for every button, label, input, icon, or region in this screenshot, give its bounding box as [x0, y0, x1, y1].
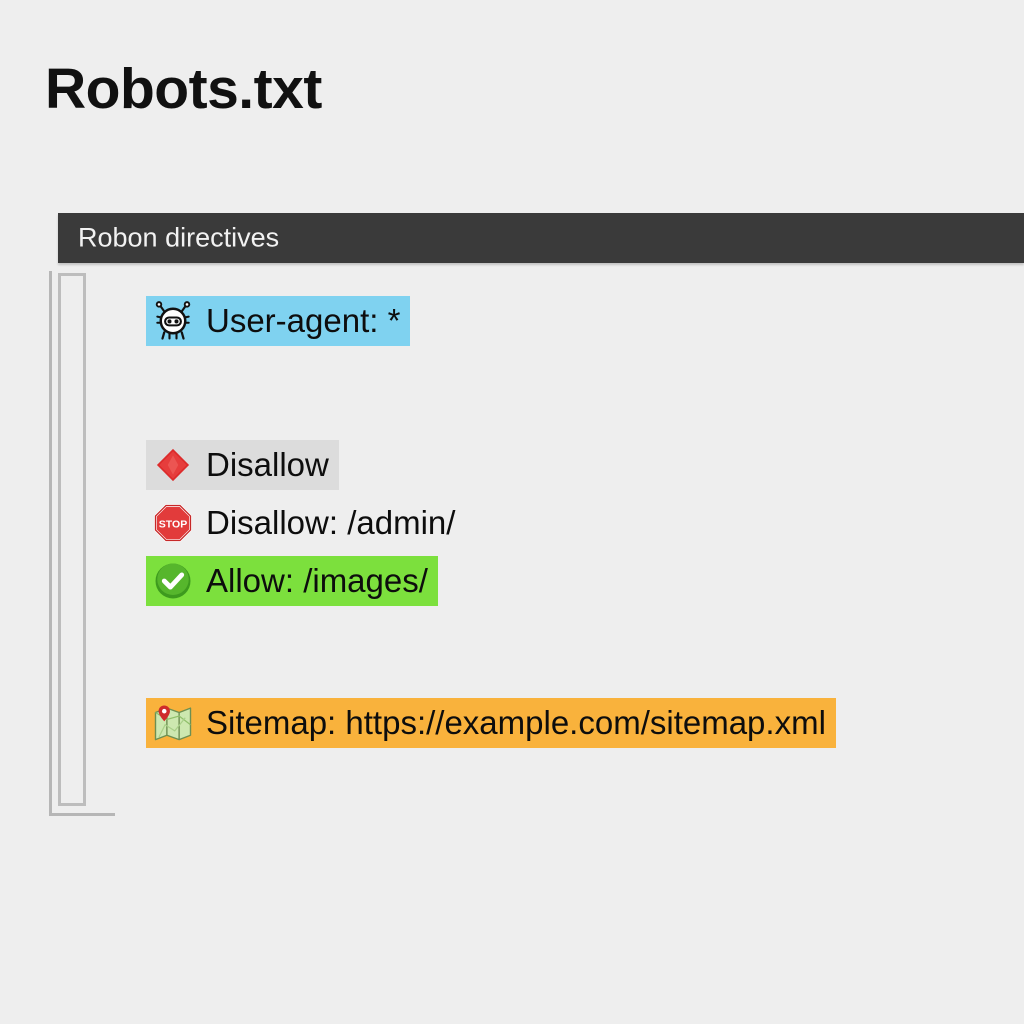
green-check-icon — [152, 560, 194, 602]
robot-icon — [152, 300, 194, 342]
directive-row-disallow-admin[interactable]: STOP Disallow: /admin/ — [146, 498, 465, 548]
section-header-label: Robon directives — [78, 222, 280, 253]
directive-row-sitemap[interactable]: Sitemap: https://example.com/sitemap.xml — [146, 698, 836, 748]
directive-list: User-agent: * Disallow STOP Disallow: /a… — [146, 296, 1006, 748]
directive-row-user-agent[interactable]: User-agent: * — [146, 296, 411, 346]
red-diamond-icon — [152, 444, 194, 486]
page-title: Robots.txt — [45, 57, 322, 121]
map-icon — [152, 702, 194, 744]
directive-text-disallow-label: Disallow — [206, 446, 329, 484]
directive-row-allow[interactable]: Allow: /images/ — [146, 556, 438, 606]
stop-sign-icon: STOP — [152, 502, 194, 544]
directive-text-disallow-admin: Disallow: /admin/ — [206, 504, 456, 542]
directive-text-allow: Allow: /images/ — [206, 562, 428, 600]
directive-text-sitemap: Sitemap: https://example.com/sitemap.xml — [206, 704, 826, 742]
directive-text-user-agent: User-agent: * — [206, 302, 401, 340]
section-header-bar: Robon directives — [58, 213, 1024, 263]
svg-text:STOP: STOP — [159, 518, 187, 530]
directive-row-disallow-label[interactable]: Disallow — [146, 440, 339, 490]
inner-frame-decoration — [58, 273, 86, 806]
